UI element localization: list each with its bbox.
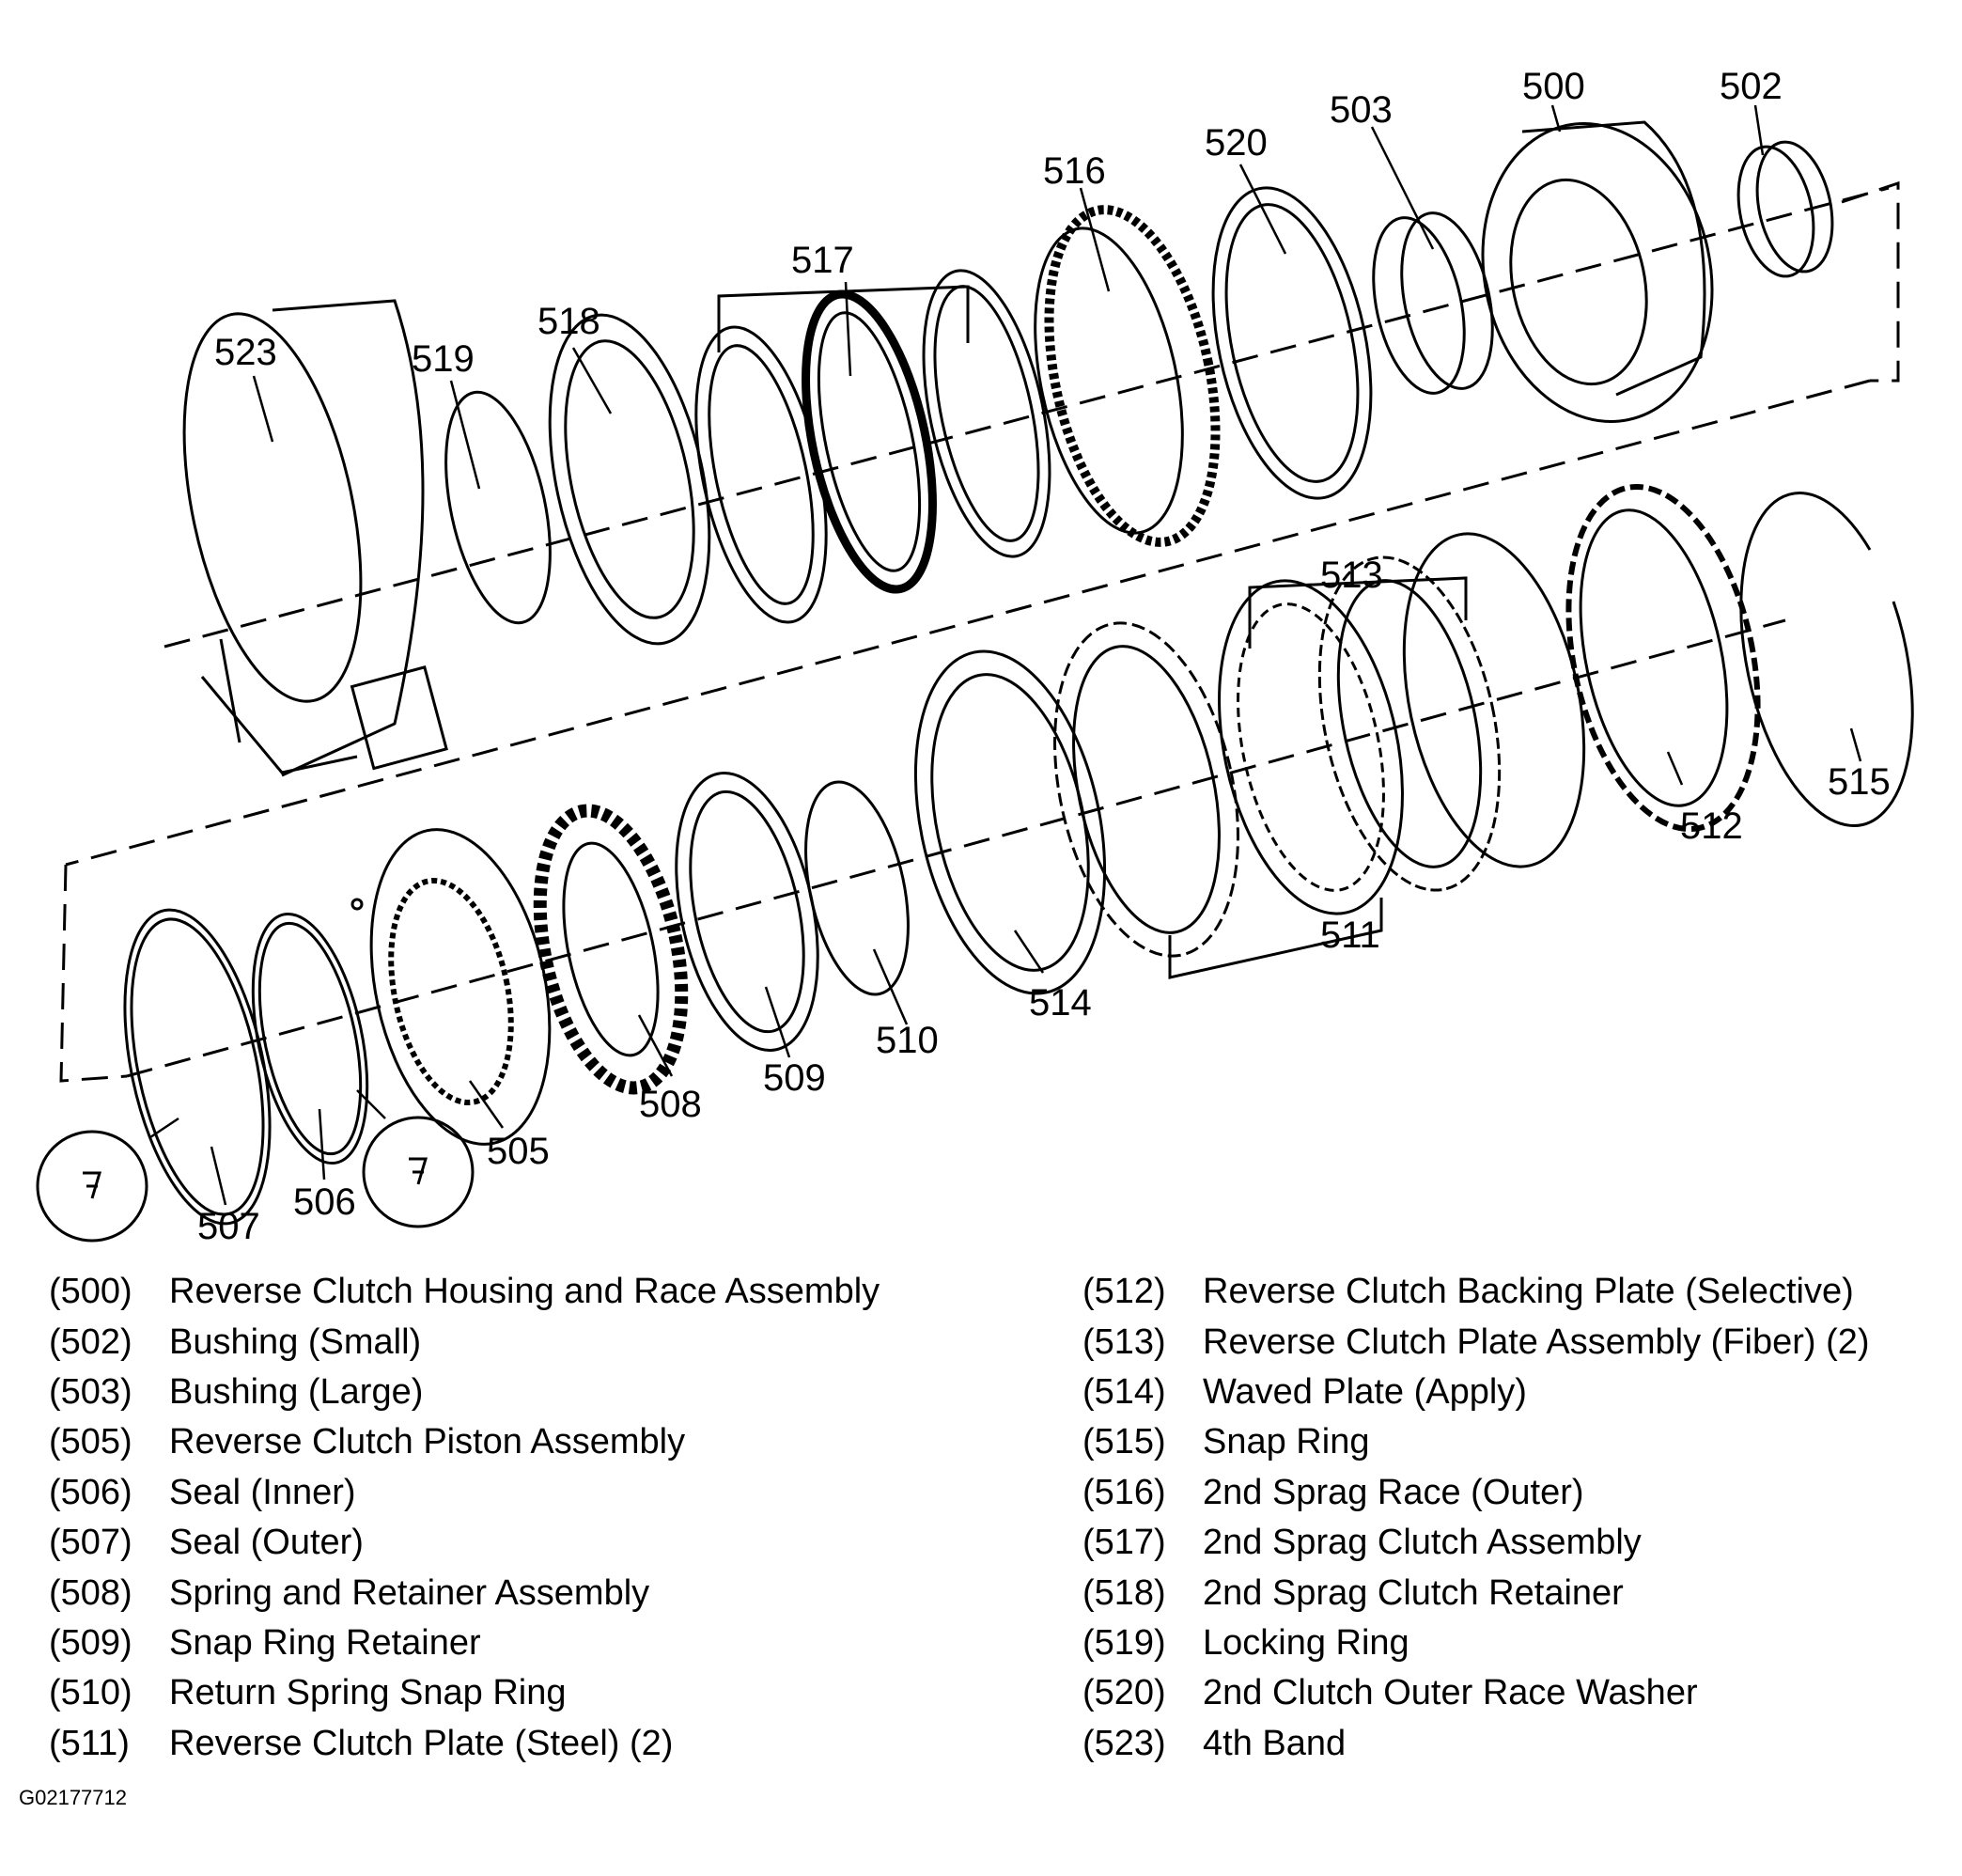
part-523-band bbox=[182, 299, 448, 777]
callout-510: 510 bbox=[876, 1020, 939, 1061]
lower-axis-line bbox=[126, 618, 1786, 1078]
callout-508: 508 bbox=[639, 1084, 702, 1125]
callout-500: 500 bbox=[1522, 66, 1585, 107]
axis-connector-top bbox=[65, 379, 1871, 867]
legend-item: (508)Spring and Retainer Assembly bbox=[49, 1572, 650, 1613]
axis-connector-left bbox=[59, 864, 128, 1083]
legend-item: (503)Bushing (Large) bbox=[49, 1371, 424, 1412]
legend-item: (512)Reverse Clutch Backing Plate (Selec… bbox=[1082, 1272, 1854, 1312]
legend-item: (518)2nd Sprag Clutch Retainer bbox=[1082, 1572, 1624, 1613]
part-500-housing bbox=[1481, 120, 1714, 423]
callout-506: 506 bbox=[293, 1181, 356, 1223]
callout-515: 515 bbox=[1828, 761, 1891, 803]
legend-item: (505)Reverse Clutch Piston Assembly bbox=[49, 1422, 686, 1462]
callout-520: 520 bbox=[1205, 122, 1268, 164]
part-519-locking-ring bbox=[444, 390, 552, 625]
part-513-fiber-plates bbox=[1248, 532, 1586, 892]
legend-item: (509)Snap Ring Retainer bbox=[49, 1622, 481, 1663]
legend-item: (516)2nd Sprag Race (Outer) bbox=[1082, 1472, 1584, 1512]
callout-523: 523 bbox=[214, 332, 277, 373]
part-505-piston bbox=[350, 828, 552, 1146]
upper-axis-line bbox=[164, 186, 1890, 649]
legend-item: (510)Return Spring Snap Ring bbox=[49, 1673, 567, 1713]
legend-item: (506)Seal (Inner) bbox=[49, 1472, 356, 1512]
part-514-waved-plate bbox=[913, 649, 1107, 995]
callout-507: 507 bbox=[197, 1206, 260, 1247]
part-507-outer-seal bbox=[123, 908, 272, 1226]
callout-512: 512 bbox=[1680, 805, 1743, 847]
callout-511: 511 bbox=[1320, 915, 1380, 956]
part-517-sprag-clutch bbox=[694, 269, 1051, 624]
legend-column-left: (500)Reverse Clutch Housing and Race Ass… bbox=[49, 1267, 880, 1769]
legend-item: (515)Snap Ring bbox=[1082, 1422, 1370, 1462]
callout-502: 502 bbox=[1720, 66, 1783, 107]
axis-connector-right bbox=[1841, 180, 1900, 383]
part-503-bushing bbox=[1372, 211, 1494, 395]
legend-item: (502)Bushing (Small) bbox=[49, 1321, 422, 1362]
part-512-backing-plate bbox=[1565, 483, 1761, 833]
callout-509: 509 bbox=[763, 1057, 826, 1099]
callout-516: 516 bbox=[1043, 150, 1106, 192]
callout-514: 514 bbox=[1029, 982, 1092, 1024]
part-508-spring-assembly bbox=[533, 804, 689, 1095]
legend-item: (513)Reverse Clutch Plate Assembly (Fibe… bbox=[1082, 1321, 1870, 1362]
figure-id: G02177712 bbox=[19, 1786, 127, 1809]
part-515-snap-ring bbox=[1739, 492, 1914, 827]
legend-item: (520)2nd Clutch Outer Race Washer bbox=[1082, 1673, 1698, 1713]
legend-item: (519)Locking Ring bbox=[1082, 1622, 1409, 1663]
exploded-view-diagram: 500 502 503 520 516 517 518 519 523 513 … bbox=[36, 66, 1914, 1247]
legend-column-right: (512)Reverse Clutch Backing Plate (Selec… bbox=[1082, 1267, 1870, 1769]
legend-item: (517)2nd Sprag Clutch Assembly bbox=[1082, 1523, 1642, 1563]
lubricant-symbol-icon bbox=[362, 1116, 475, 1228]
legend-item: (514)Waved Plate (Apply) bbox=[1082, 1371, 1527, 1412]
lubricant-symbol-icon bbox=[36, 1130, 148, 1243]
legend-item: (500)Reverse Clutch Housing and Race Ass… bbox=[49, 1272, 880, 1312]
legend-item: (511)Reverse Clutch Plate (Steel) (2) bbox=[49, 1723, 674, 1763]
callout-517: 517 bbox=[791, 240, 854, 281]
callout-518: 518 bbox=[537, 301, 600, 342]
legend-item: (507)Seal (Outer) bbox=[49, 1523, 364, 1563]
leader-lines bbox=[149, 104, 1862, 1206]
callout-519: 519 bbox=[412, 338, 475, 380]
part-506-inner-seal bbox=[251, 912, 369, 1165]
legend-item: (523)4th Band bbox=[1082, 1723, 1347, 1763]
part-516-sprag-race bbox=[1034, 205, 1221, 547]
part-520-washer bbox=[1211, 186, 1373, 500]
part-509-retainer bbox=[675, 772, 819, 1052]
callout-513: 513 bbox=[1320, 555, 1383, 596]
parts-legend: (500)Reverse Clutch Housing and Race Ass… bbox=[0, 1267, 1962, 1793]
part-502-bushing bbox=[1736, 140, 1834, 278]
callout-503: 503 bbox=[1330, 89, 1393, 131]
callout-505: 505 bbox=[487, 1131, 550, 1172]
